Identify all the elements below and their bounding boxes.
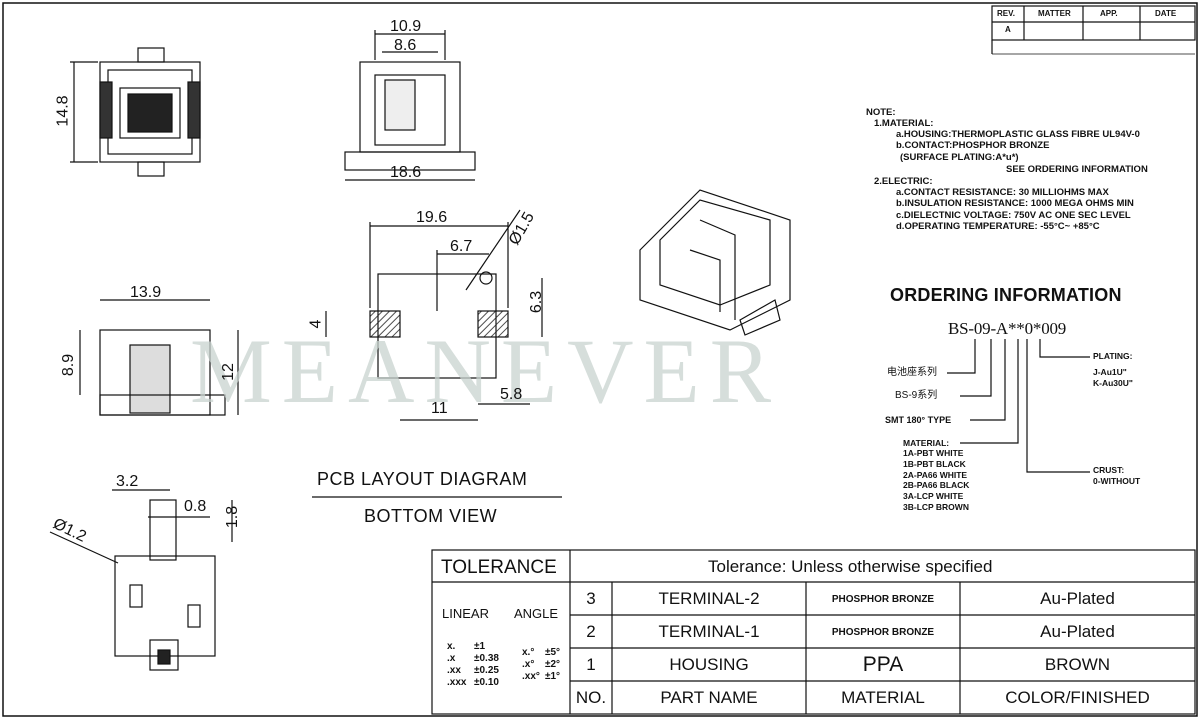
pcb-layout xyxy=(312,209,562,498)
tolerance-angle-0-val: ±5° xyxy=(545,647,561,658)
bom-row-1-color: BROWN xyxy=(1044,655,1111,674)
notes-line-6: a.CONTACT RESISTANCE: 30 MILLIOHMS MAX xyxy=(896,187,1109,198)
tolerance-angle-1-key: .x° xyxy=(522,659,535,670)
ordering-plating-0: J-Au1U" xyxy=(1093,367,1127,377)
ordering-material-1: 1B-PBT BLACK xyxy=(903,459,966,469)
dim-18-6: 18.6 xyxy=(390,164,422,181)
dim-8-9: 8.9 xyxy=(60,353,78,377)
notes-line-5: 2.ELECTRIC: xyxy=(874,176,933,187)
pcb-layout-title: PCB LAYOUT DIAGRAM xyxy=(317,469,528,489)
bom-row-2-part: TERMINAL-1 xyxy=(658,622,760,641)
dim-6-3: 6.3 xyxy=(528,290,546,314)
dim-12: 12 xyxy=(219,363,237,381)
tolerance-linear-0-key: x. xyxy=(447,641,456,652)
tolerance-linear-1-key: .x xyxy=(447,653,456,664)
tolerance-table-lines xyxy=(431,549,1196,715)
tolerance-linear-2-key: .xx xyxy=(447,665,461,676)
notes-line-1: a.HOUSING:THERMOPLASTIC GLASS FIBRE UL94… xyxy=(896,129,1140,140)
bom-header-material: MATERIAL xyxy=(841,688,925,707)
app-header: APP. xyxy=(1100,9,1118,18)
bom-header-part: PART NAME xyxy=(660,688,758,707)
dim-8-6: 8.6 xyxy=(394,37,417,54)
bom-row-3-part: TERMINAL-2 xyxy=(658,589,760,608)
tolerance-linear-1-val: ±0.38 xyxy=(474,653,499,664)
tolerance-linear-0-val: ±1 xyxy=(474,641,486,652)
ordering-code: BS-09-A**0*009 xyxy=(948,319,1067,338)
ordering-material-2: 2A-PA66 WHITE xyxy=(903,470,968,480)
side-view-top xyxy=(344,30,476,181)
dim-10-9: 10.9 xyxy=(390,18,422,35)
tolerance-linear-label: LINEAR xyxy=(442,606,489,621)
bom-header-no: NO. xyxy=(575,688,607,707)
front-view xyxy=(70,47,201,177)
notes-line-0: 1.MATERIAL: xyxy=(874,118,934,129)
ordering-type: SMT 180° TYPE xyxy=(885,415,952,425)
tolerance-angle-2-val: ±1° xyxy=(545,671,561,682)
bom-row-2-color: Au-Plated xyxy=(1040,622,1115,641)
tolerance-header: Tolerance: Unless otherwise specified xyxy=(708,557,993,576)
ordering-series-2: BS-9系列 xyxy=(895,390,938,401)
tolerance-linear-3-key: .xxx xyxy=(447,677,467,688)
rev-value: A xyxy=(1005,25,1011,34)
notes-line-9: d.OPERATING TEMPERATURE: -55°C~ +85°C xyxy=(896,221,1100,232)
dim-11: 11 xyxy=(431,400,448,417)
watermark: MEANEVER xyxy=(190,320,782,422)
dim-0-8: 0.8 xyxy=(184,498,207,515)
dim-6-7: 6.7 xyxy=(450,238,473,255)
dim-19-6: 19.6 xyxy=(416,209,448,226)
ordering-title: ORDERING INFORMATION xyxy=(890,285,1122,305)
ordering-leaders xyxy=(947,339,1090,473)
bom-row-3-no: 3 xyxy=(586,589,596,608)
bom-row-3-material: PHOSPHOR BRONZE xyxy=(831,594,935,605)
bom-row-3-color: Au-Plated xyxy=(1040,589,1115,608)
isometric-sketch xyxy=(639,189,791,336)
ordering-material-0: 1A-PBT WHITE xyxy=(903,448,964,458)
bom-header-color: COLOR/FINISHED xyxy=(1005,688,1150,707)
ordering-crust-0: 0-WITHOUT xyxy=(1093,476,1141,486)
tolerance-angle-2-key: .xx° xyxy=(522,671,540,682)
ordering-material-3: 2B-PA66 BLACK xyxy=(903,480,970,490)
ordering-plating-1: K-Au30U" xyxy=(1093,378,1133,388)
bom-row-2-no: 2 xyxy=(586,622,596,641)
dim-14-8: 14.8 xyxy=(54,95,72,127)
side-view xyxy=(79,299,239,416)
tolerance-angle-label: ANGLE xyxy=(514,606,559,621)
ordering-crust-title: CRUST: xyxy=(1093,465,1125,475)
tolerance-label: TOLERANCE xyxy=(441,557,557,578)
rev-header: REV. xyxy=(997,9,1015,18)
notes-line-4: SEE ORDERING INFORMATION xyxy=(1006,164,1148,175)
pcb-bottom-view: BOTTOM VIEW xyxy=(364,506,498,526)
bom-row-1-material: PPA xyxy=(862,653,904,676)
tolerance-linear-2-val: ±0.25 xyxy=(474,665,499,676)
dim-3-2: 3.2 xyxy=(116,473,139,490)
ordering-material-title: MATERIAL: xyxy=(903,438,950,448)
ordering-material-4: 3A-LCP WHITE xyxy=(903,491,964,501)
date-header: DATE xyxy=(1155,9,1177,18)
ordering-plating-title: PLATING: xyxy=(1093,351,1133,361)
tolerance-angle-0-key: x.° xyxy=(522,647,535,658)
ordering-material-5: 3B-LCP BROWN xyxy=(903,502,969,512)
dim-4: 4 xyxy=(307,319,325,329)
dim-1-8: 1.8 xyxy=(224,505,242,529)
bom-row-1-no: 1 xyxy=(586,655,596,674)
revision-table-lines xyxy=(991,5,1196,55)
notes-line-8: c.DIELECTNIC VOLTAGE: 750V AC ONE SEC LE… xyxy=(896,210,1131,221)
bom-row-2-material: PHOSPHOR BRONZE xyxy=(831,627,935,638)
notes-line-2: b.CONTACT:PHOSPHOR BRONZE xyxy=(896,140,1050,151)
ordering-series-1: 电池座系列 xyxy=(887,367,937,378)
dim-13-9: 13.9 xyxy=(130,284,162,301)
notes-line-3: (SURFACE PLATING:A*u*) xyxy=(900,152,1019,163)
bom-row-1-part: HOUSING xyxy=(669,655,749,674)
dim-5-8: 5.8 xyxy=(500,386,523,403)
notes-heading: NOTE: xyxy=(866,107,896,118)
tolerance-angle-1-val: ±2° xyxy=(545,659,561,670)
matter-header: MATTER xyxy=(1038,9,1071,18)
notes-line-7: b.INSULATION RESISTANCE: 1000 MEGA OHMS … xyxy=(896,198,1134,209)
tolerance-linear-3-val: ±0.10 xyxy=(474,677,499,688)
detail-view xyxy=(49,489,233,671)
